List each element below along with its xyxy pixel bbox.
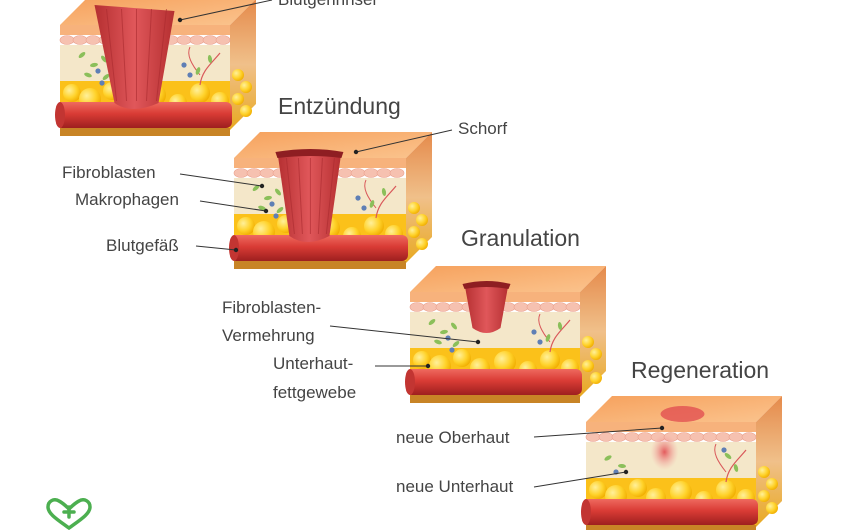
stage-title-regeneration: Regeneration [631, 357, 770, 383]
label-unterhautfettgewebe-line1: Unterhaut- [273, 354, 354, 373]
blood-vessel-end [229, 235, 239, 261]
block-bottom [410, 395, 580, 403]
skin-block-s4 [581, 396, 782, 530]
leader-line [179, 173, 263, 187]
capillary [364, 179, 377, 209]
label-fibroblasten-vermehrung-line2: Vermehrung [222, 326, 315, 345]
fibroblast-cells [428, 319, 563, 347]
blood-vessel [406, 369, 582, 395]
capillary [714, 443, 727, 473]
epidermis-top [410, 266, 606, 292]
label-schorf: Schorf [458, 119, 508, 138]
epidermis-cells [585, 432, 757, 442]
label-makrophagen: Makrophagen [75, 190, 179, 209]
skin-block-s1 [55, 0, 256, 136]
skin-block-s3 [405, 266, 606, 403]
label-fibroblasten: Fibroblasten [62, 163, 156, 182]
granulation-crust [462, 281, 511, 289]
macrophage-cells [445, 329, 543, 353]
leader-line [355, 129, 453, 153]
leader-dot [475, 339, 481, 345]
block-bottom [234, 261, 406, 269]
leader-line [179, 0, 273, 21]
capillary [375, 185, 397, 219]
new-epidermis-scar [660, 406, 705, 422]
leader-dot [659, 425, 665, 431]
fibroblast-cells [604, 453, 739, 472]
heart-plus-logo-icon [46, 498, 92, 530]
macrophage-cells [269, 195, 367, 219]
stage-title-granulation: Granulation [461, 225, 580, 251]
stage-title-entzuendung: Entzündung [278, 93, 401, 119]
blood-vessel-end [55, 102, 65, 128]
leader-line [195, 245, 237, 251]
scab-crust [275, 149, 344, 158]
blood-vessel [230, 235, 408, 261]
leader-line [329, 325, 479, 343]
granulation-wound [464, 284, 509, 333]
label-fibroblasten-vermehrung-line1: Fibroblasten- [222, 298, 322, 317]
leader-dot [353, 149, 359, 155]
block-bottom [60, 128, 230, 136]
leader-dot [263, 208, 269, 214]
fibroblast-cells [78, 52, 213, 80]
label-unterhautfettgewebe-line2: fettgewebe [273, 383, 357, 402]
leader-dot [623, 469, 629, 475]
blood-vessel [56, 102, 232, 128]
leader-dot [425, 363, 431, 369]
label-neue-unterhaut: neue Unterhaut [396, 477, 514, 496]
leader-line [199, 200, 267, 212]
fibroblast-cells [252, 185, 387, 213]
leader-lines [177, 0, 665, 488]
leader-dot [177, 17, 183, 23]
capillary [725, 449, 747, 483]
blood-vessel-end [581, 499, 591, 525]
block-bottom [586, 525, 756, 530]
leader-line [533, 471, 627, 488]
leader-dot [259, 183, 265, 189]
leader-dot [233, 247, 239, 253]
label-blutgerinnsel: Blutgerinnsel [278, 0, 376, 10]
label-blutgefaess: Blutgefäß [106, 236, 179, 255]
blood-vessel-end [405, 369, 415, 395]
skin-block-s2 [229, 132, 432, 269]
label-neue-oberhaut: neue Oberhaut [396, 428, 510, 447]
new-dermis-scar [650, 434, 679, 470]
macrophage-cells [95, 62, 193, 86]
scab-wound [277, 152, 342, 242]
leader-line [533, 427, 663, 438]
capillary [199, 52, 221, 86]
epidermis-front [586, 422, 756, 432]
capillary [549, 319, 571, 353]
blood-vessel [582, 499, 758, 525]
